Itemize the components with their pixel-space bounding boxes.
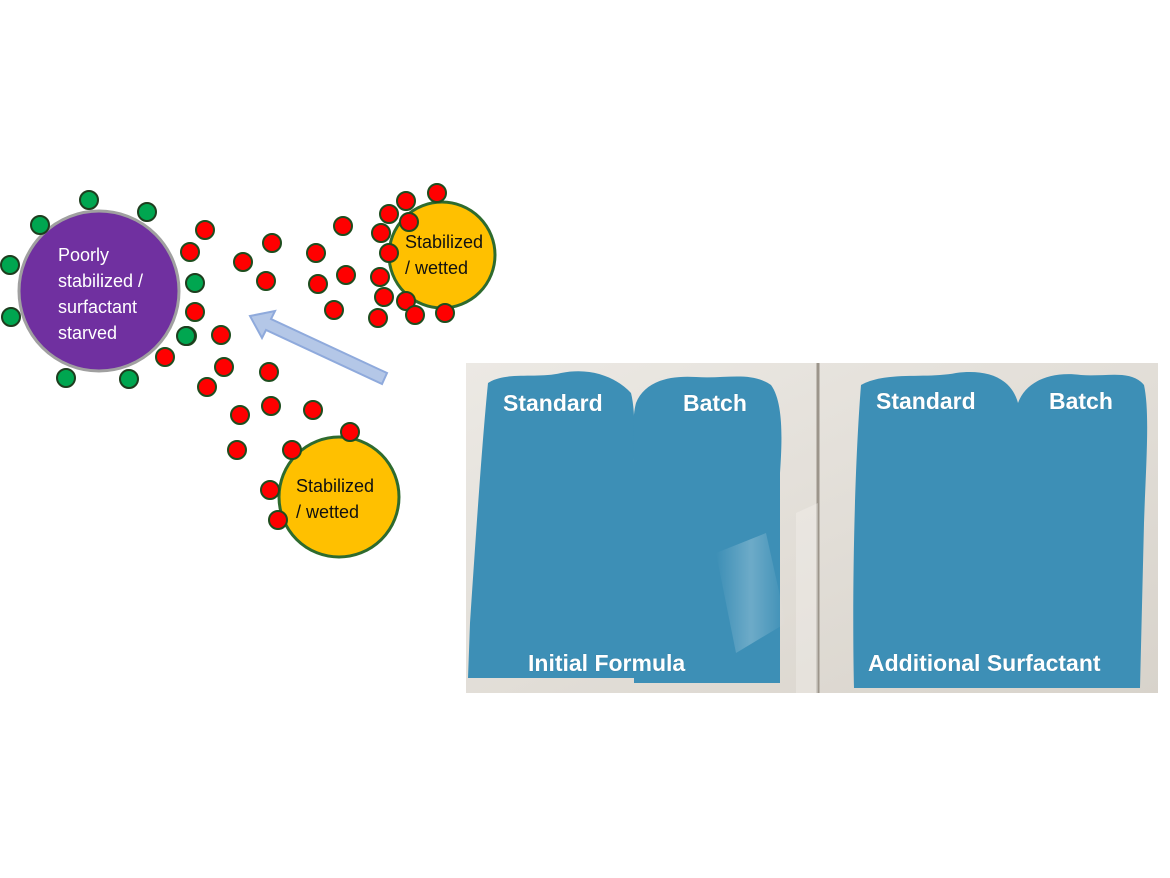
red-surfactant-molecule	[333, 216, 353, 236]
glare-highlight-left	[716, 533, 786, 653]
red-surfactant-molecule	[214, 357, 234, 377]
surfactant-molecules-free	[155, 183, 455, 530]
stabilized-label-top: Stabilized / wetted	[405, 229, 483, 281]
green-surfactant-molecule	[79, 190, 99, 210]
green-surfactant-molecule	[119, 369, 139, 389]
right-batch-drawdown	[1018, 374, 1148, 688]
left-batch-label: Batch	[683, 390, 747, 416]
red-surfactant-molecule	[180, 242, 200, 262]
red-surfactant-molecule	[259, 362, 279, 382]
initial-formula-caption: Initial Formula	[528, 650, 686, 676]
migration-arrow	[248, 309, 389, 386]
green-surfactant-molecule	[1, 307, 21, 327]
poorly-stabilized-particle	[17, 209, 181, 373]
red-surfactant-molecule	[230, 405, 250, 425]
red-surfactant-molecule	[155, 347, 175, 367]
red-surfactant-molecule	[282, 440, 302, 460]
right-standard-drawdown	[853, 372, 1018, 688]
red-surfactant-molecule	[268, 510, 288, 530]
red-surfactant-molecule	[185, 302, 205, 322]
poor-label-line-3: surfactant	[58, 297, 138, 317]
red-surfactant-molecule	[435, 303, 455, 323]
red-surfactant-molecule	[260, 480, 280, 500]
red-surfactant-molecule	[303, 400, 323, 420]
red-surfactant-molecule	[370, 267, 390, 287]
red-surfactant-molecule	[306, 243, 326, 263]
poor-label-line-4: starved	[58, 323, 118, 343]
green-surfactant-molecule	[185, 273, 205, 293]
poor-label-line-2: stabilized /	[58, 271, 144, 291]
red-surfactant-molecule	[261, 396, 281, 416]
stabilized-particle-bottom	[277, 435, 401, 559]
green-surfactant-molecule	[176, 326, 196, 346]
red-surfactant-molecule	[371, 223, 391, 243]
red-surfactant-molecule	[399, 212, 419, 232]
red-surfactant-molecule	[233, 252, 253, 272]
red-surfactant-molecule	[195, 220, 215, 240]
red-surfactant-molecule	[396, 191, 416, 211]
glare-highlight-right	[796, 503, 818, 693]
stabilized-bottom-line-2: / wetted	[296, 502, 360, 522]
additional-surfactant-caption: Additional Surfactant	[868, 650, 1101, 676]
right-batch-label: Batch	[1049, 388, 1113, 414]
poorly-stabilized-label: Poorly stabilized / surfactant starved	[58, 242, 143, 346]
red-surfactant-molecule	[340, 422, 360, 442]
red-surfactant-molecule	[379, 243, 399, 263]
red-surfactant-molecule	[374, 287, 394, 307]
surfactant-molecules-adsorbed	[0, 190, 205, 389]
stabilized-label-bottom: Stabilized / wetted	[296, 473, 374, 525]
red-surfactant-molecule	[324, 300, 344, 320]
red-surfactant-molecule	[308, 274, 328, 294]
red-surfactant-molecule	[262, 233, 282, 253]
red-surfactant-molecule	[368, 308, 388, 328]
green-surfactant-molecule	[56, 368, 76, 388]
left-standard-drawdown	[468, 371, 635, 678]
red-surfactant-molecule	[396, 291, 416, 311]
poor-label-line-1: Poorly	[58, 245, 110, 265]
drawdown-photo: Standard Batch Initial Formula Standard …	[466, 363, 1158, 693]
right-standard-label: Standard	[876, 388, 976, 414]
drawdown-cards	[466, 363, 1158, 693]
red-surfactant-molecule	[379, 204, 399, 224]
red-surfactant-molecule	[227, 440, 247, 460]
green-surfactant-molecule	[30, 215, 50, 235]
stabilized-bottom-line-1: Stabilized	[296, 476, 375, 496]
red-surfactant-molecule	[336, 265, 356, 285]
green-surfactant-molecule	[0, 255, 20, 275]
red-surfactant-molecule	[427, 183, 447, 203]
green-surfactant-molecule	[137, 202, 157, 222]
red-surfactant-molecule	[211, 325, 231, 345]
stabilized-top-line-1: Stabilized	[405, 232, 484, 252]
red-surfactant-molecule	[405, 305, 425, 325]
left-standard-label: Standard	[503, 390, 603, 416]
red-surfactant-molecule	[197, 377, 217, 397]
stabilized-top-line-2: / wetted	[405, 258, 469, 278]
red-surfactant-molecule	[256, 271, 276, 291]
